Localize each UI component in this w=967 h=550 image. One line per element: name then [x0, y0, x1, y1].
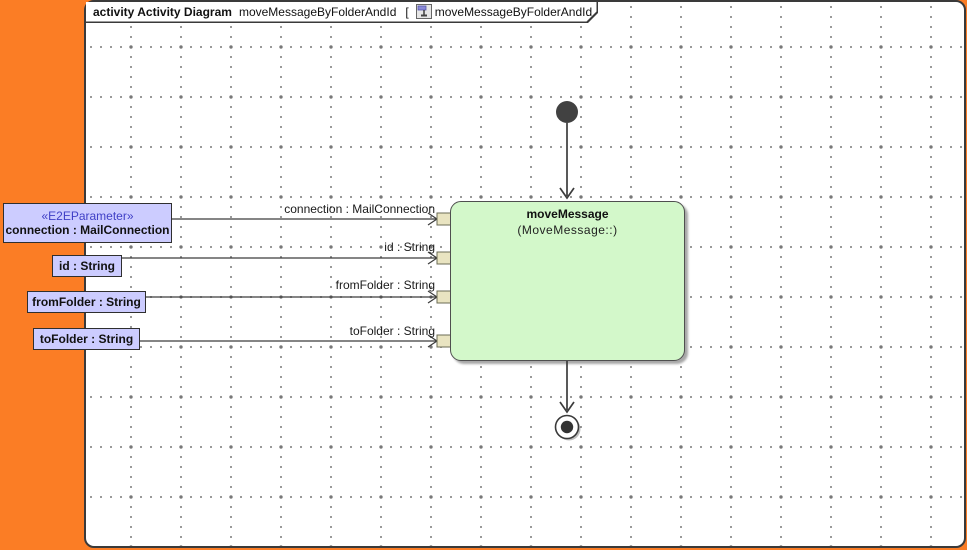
parameter-label: toFolder : String — [39, 332, 134, 346]
edge-label-connection[interactable]: connection : MailConnection — [284, 202, 435, 216]
diagram-canvas[interactable]: moveMessage (MoveMessage::) — [84, 0, 966, 548]
frame-bracket-open: [ — [405, 4, 409, 19]
control-flow-action-to-final[interactable] — [559, 361, 575, 414]
action-node-movemessage[interactable]: moveMessage (MoveMessage::) — [450, 201, 685, 361]
control-flow-initial-to-action[interactable] — [559, 123, 575, 200]
parameter-stereotype: «E2EParameter» — [41, 209, 134, 223]
initial-node[interactable] — [556, 101, 578, 123]
diagram-frame-tab[interactable]: activity Activity Diagram moveMessageByF… — [86, 2, 598, 23]
input-pin-tofolder[interactable] — [436, 334, 452, 348]
activity-diagram-icon — [416, 4, 432, 19]
edge-label-fromfolder[interactable]: fromFolder : String — [335, 278, 435, 292]
parameter-label: connection : MailConnection — [5, 223, 170, 237]
edge-label-tofolder[interactable]: toFolder : String — [349, 324, 435, 338]
edge-label-id[interactable]: id : String — [384, 240, 435, 254]
parameter-node-id[interactable]: id : String — [52, 255, 122, 277]
frame-keyword: activity Activity Diagram — [93, 4, 232, 19]
object-flow-fromfolder[interactable] — [146, 290, 439, 304]
diagram-edges-layer — [122, 101, 581, 441]
activity-final-node[interactable] — [554, 414, 581, 441]
frame-diagram-name: moveMessageByFolderAndId — [238, 4, 397, 19]
parameter-label: id : String — [59, 259, 115, 273]
input-pin-connection[interactable] — [436, 212, 452, 226]
action-title: moveMessage — [526, 207, 609, 221]
parameter-node-tofolder[interactable]: toFolder : String — [33, 328, 140, 350]
action-subtitle: (MoveMessage::) — [517, 223, 618, 237]
input-pin-fromfolder[interactable] — [436, 290, 452, 304]
parameter-node-fromfolder[interactable]: fromFolder : String — [27, 291, 146, 313]
input-pin-id[interactable] — [436, 251, 452, 265]
parameter-node-connection[interactable]: «E2EParameter» connection : MailConnecti… — [3, 203, 172, 243]
parameter-label: fromFolder : String — [32, 295, 141, 309]
frame-context-name: moveMessageByFolderAndId — [434, 4, 593, 19]
